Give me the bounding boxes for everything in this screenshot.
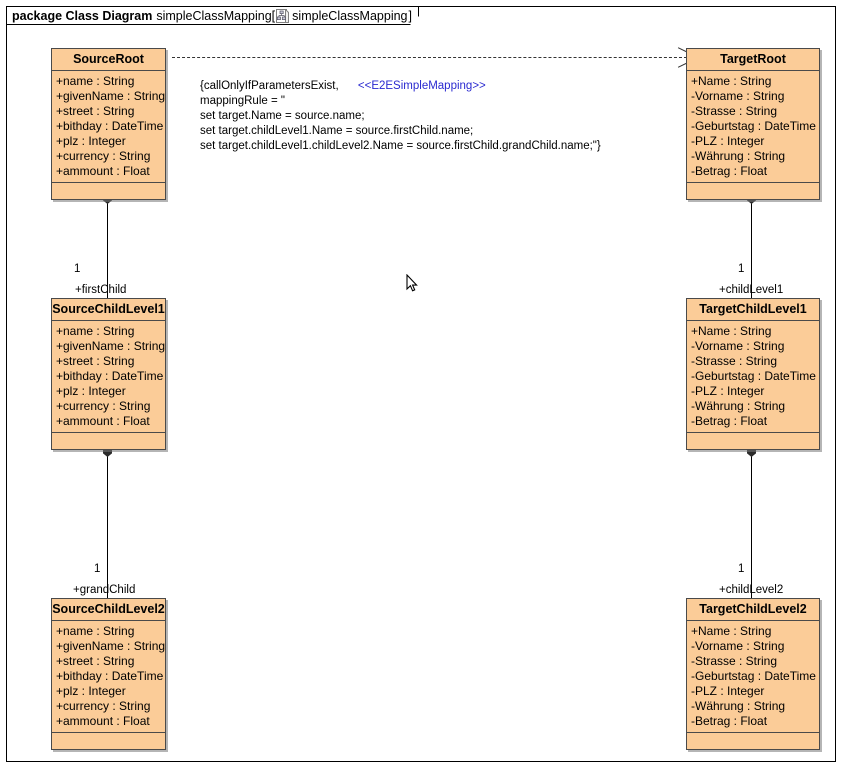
class-box-source-child-level1[interactable]: SourceChildLevel1 +name : String +givenN… bbox=[51, 298, 166, 450]
attribute-row: -PLZ : Integer bbox=[691, 384, 765, 398]
attribute-row: +name : String bbox=[56, 324, 135, 338]
attribute-row: -Betrag : Float bbox=[691, 164, 768, 178]
attribute-row: -Währung : String bbox=[691, 149, 786, 163]
attribute-row: +street : String bbox=[56, 104, 135, 118]
attribute-row: +currency : String bbox=[56, 699, 151, 713]
attribute-row: +givenName : String bbox=[56, 339, 165, 353]
attribute-row: +Name : String bbox=[691, 624, 772, 638]
attribute-row: +plz : Integer bbox=[56, 384, 126, 398]
attribute-row: +Name : String bbox=[691, 74, 772, 88]
class-operations bbox=[52, 183, 165, 199]
class-attributes: +Name : String -Vorname : String -Strass… bbox=[687, 621, 819, 733]
attribute-row: +street : String bbox=[56, 654, 135, 668]
class-title: SourceChildLevel1 bbox=[52, 299, 165, 321]
attribute-row: -Betrag : Float bbox=[691, 414, 768, 428]
attribute-row: +currency : String bbox=[56, 149, 151, 163]
composition-connector-target-1 bbox=[751, 196, 752, 298]
composition-connector-source-2 bbox=[107, 450, 108, 598]
package-bracket-close: ] bbox=[408, 8, 412, 23]
assoc-target-child-level2-role: +childLevel2 bbox=[719, 584, 784, 596]
attribute-row: +ammount : Float bbox=[56, 164, 150, 178]
mapping-rule-line-4: set target.childLevel1.Name = source.fir… bbox=[200, 125, 474, 137]
attribute-row: +street : String bbox=[56, 354, 135, 368]
attribute-row: +currency : String bbox=[56, 399, 151, 413]
class-box-source-child-level2[interactable]: SourceChildLevel2 +name : String +givenN… bbox=[51, 598, 166, 750]
class-title: TargetChildLevel1 bbox=[687, 299, 819, 321]
attribute-row: -Währung : String bbox=[691, 699, 786, 713]
attribute-row: -PLZ : Integer bbox=[691, 684, 765, 698]
mouse-cursor bbox=[406, 273, 418, 293]
assoc-target-child-level2-multiplicity: 1 bbox=[738, 563, 745, 575]
attribute-row: +givenName : String bbox=[56, 89, 165, 103]
class-title: TargetChildLevel2 bbox=[687, 599, 819, 621]
attribute-row: +ammount : Float bbox=[56, 414, 150, 428]
attribute-row: -Vorname : String bbox=[691, 639, 785, 653]
attribute-row: +bithday : DateTime bbox=[56, 669, 164, 683]
mapping-rule-stereotype: <<E2ESimpleMapping>> bbox=[357, 80, 486, 92]
mapping-rule-note: {callOnlyIfParametersExist, <<E2ESimpleM… bbox=[200, 79, 601, 154]
class-diagram-icon bbox=[276, 7, 290, 23]
attribute-row: -Strasse : String bbox=[691, 354, 778, 368]
class-operations bbox=[687, 433, 819, 449]
package-name: simpleClassMapping[ bbox=[156, 8, 276, 23]
attribute-row: +Name : String bbox=[691, 324, 772, 338]
attribute-row: -Geburtstag : DateTime bbox=[691, 669, 816, 683]
attribute-row: +bithday : DateTime bbox=[56, 369, 164, 383]
attribute-row: -Geburtstag : DateTime bbox=[691, 369, 816, 383]
class-operations bbox=[687, 733, 819, 749]
attribute-row: -Geburtstag : DateTime bbox=[691, 119, 816, 133]
mapping-rule-line-1: {callOnlyIfParametersExist, <<E2ESimpleM… bbox=[200, 79, 601, 94]
dependency-connector bbox=[172, 57, 687, 58]
mapping-rule-line-3: set target.Name = source.name; bbox=[200, 110, 365, 122]
attribute-row: +plz : Integer bbox=[56, 684, 126, 698]
tab-corner bbox=[409, 16, 419, 25]
attribute-row: +ammount : Float bbox=[56, 714, 150, 728]
attribute-row: -Vorname : String bbox=[691, 89, 785, 103]
package-frame bbox=[6, 6, 836, 762]
class-title: SourceRoot bbox=[52, 49, 165, 71]
mapping-rule-line-5: set target.childLevel1.childLevel2.Name … bbox=[200, 140, 601, 152]
class-attributes: +Name : String -Vorname : String -Strass… bbox=[687, 321, 819, 433]
attribute-row: -Währung : String bbox=[691, 399, 786, 413]
attribute-row: -Betrag : Float bbox=[691, 714, 768, 728]
attribute-row: -Vorname : String bbox=[691, 339, 785, 353]
class-box-target-child-level2[interactable]: TargetChildLevel2 +Name : String -Vornam… bbox=[686, 598, 820, 750]
class-attributes: +name : String +givenName : String +stre… bbox=[52, 621, 165, 733]
attribute-row: +givenName : String bbox=[56, 639, 165, 653]
class-box-target-root[interactable]: TargetRoot +Name : String -Vorname : Str… bbox=[686, 48, 820, 200]
class-title: SourceChildLevel2 bbox=[52, 599, 165, 621]
attribute-row: +bithday : DateTime bbox=[56, 119, 164, 133]
package-keyword: package Class Diagram bbox=[12, 8, 153, 23]
class-attributes: +name : String +givenName : String +stre… bbox=[52, 71, 165, 183]
attribute-row: -Strasse : String bbox=[691, 104, 778, 118]
assoc-source-grand-child-multiplicity: 1 bbox=[94, 563, 101, 575]
class-operations bbox=[52, 433, 165, 449]
mapping-rule-line-2: mappingRule = " bbox=[200, 95, 285, 107]
package-frame-tab: package Class Diagram simpleClassMapping… bbox=[6, 6, 419, 25]
class-operations bbox=[52, 733, 165, 749]
class-title: TargetRoot bbox=[687, 49, 819, 71]
assoc-source-grand-child-role: +grandChild bbox=[73, 584, 136, 596]
attribute-row: +name : String bbox=[56, 74, 135, 88]
attribute-row: -Strasse : String bbox=[691, 654, 778, 668]
attribute-row: +name : String bbox=[56, 624, 135, 638]
class-attributes: +name : String +givenName : String +stre… bbox=[52, 321, 165, 433]
composition-connector-source-1 bbox=[107, 196, 108, 298]
class-operations bbox=[687, 183, 819, 199]
assoc-target-child-level1-multiplicity: 1 bbox=[738, 263, 745, 275]
attribute-row: +plz : Integer bbox=[56, 134, 126, 148]
class-box-source-root[interactable]: SourceRoot +name : String +givenName : S… bbox=[51, 48, 166, 200]
composition-diamond-source-child1 bbox=[103, 444, 112, 457]
assoc-source-first-child-role: +firstChild bbox=[75, 284, 127, 296]
class-attributes: +Name : String -Vorname : String -Strass… bbox=[687, 71, 819, 183]
attribute-row: -PLZ : Integer bbox=[691, 134, 765, 148]
package-inner-name: simpleClassMapping bbox=[292, 8, 408, 23]
class-box-target-child-level1[interactable]: TargetChildLevel1 +Name : String -Vornam… bbox=[686, 298, 820, 450]
assoc-source-first-child-multiplicity: 1 bbox=[74, 263, 81, 275]
composition-diamond-target-child1 bbox=[747, 444, 756, 457]
assoc-target-child-level1-role: +childLevel1 bbox=[719, 284, 784, 296]
composition-connector-target-2 bbox=[751, 450, 752, 598]
mapping-rule-constraint: {callOnlyIfParametersExist, bbox=[200, 80, 339, 92]
